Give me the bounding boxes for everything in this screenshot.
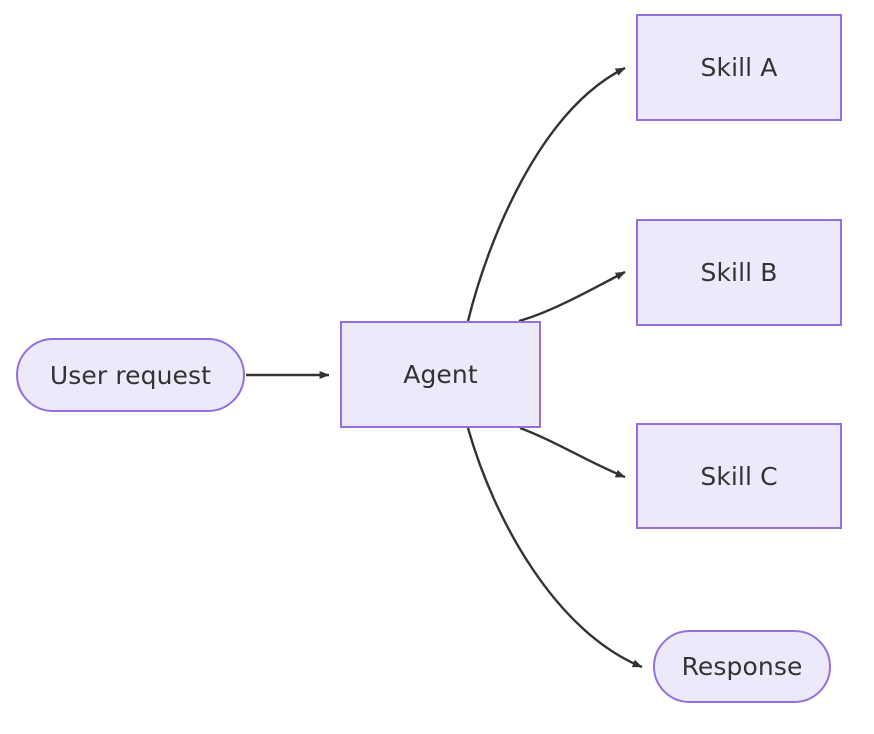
- edge-agent-skill-a: [466, 66, 626, 322]
- node-response-label: Response: [681, 652, 803, 681]
- edge-agent-skill-b: [518, 270, 626, 323]
- node-skill-b[interactable]: Skill B: [636, 219, 842, 326]
- node-response[interactable]: Response: [653, 630, 831, 703]
- node-skill-c[interactable]: Skill C: [636, 423, 842, 529]
- node-skill-c-label: Skill C: [700, 461, 778, 491]
- node-skill-a[interactable]: Skill A: [636, 14, 842, 121]
- node-user-request[interactable]: User request: [16, 338, 245, 412]
- node-agent-label: Agent: [403, 360, 478, 389]
- edge-agent-skill-c: [519, 426, 626, 479]
- node-skill-b-label: Skill B: [700, 258, 778, 287]
- node-agent[interactable]: Agent: [340, 321, 541, 428]
- edge-agent-response: [466, 427, 643, 669]
- node-user-request-label: User request: [49, 360, 212, 390]
- node-skill-a-label: Skill A: [700, 53, 778, 82]
